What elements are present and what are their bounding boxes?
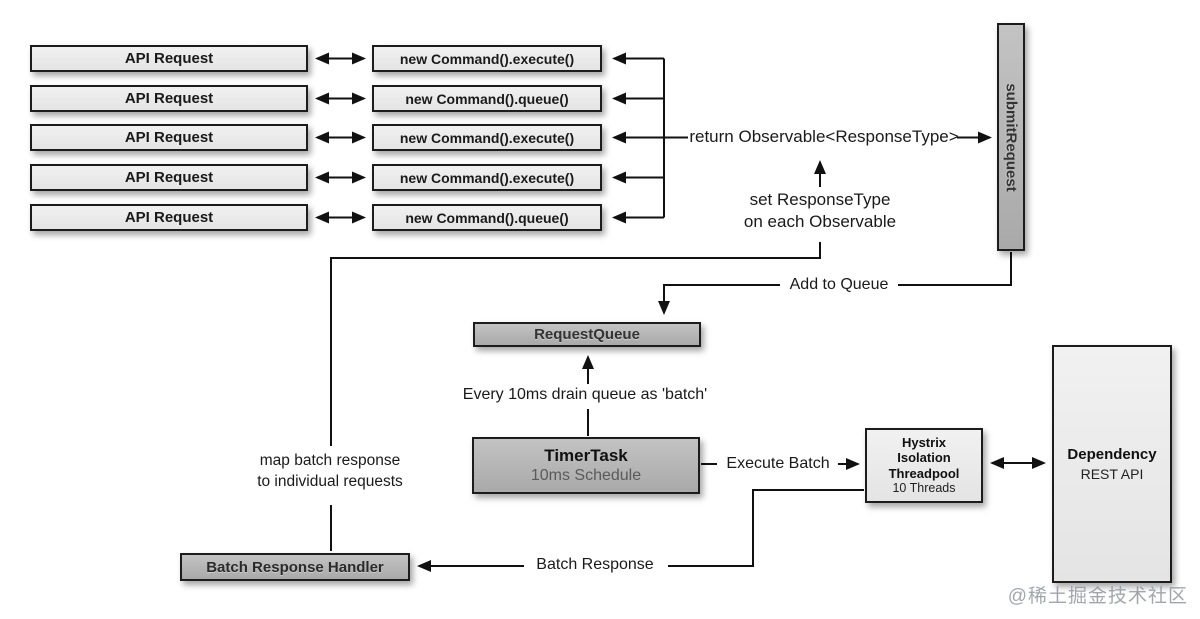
api-request-box: API Request (30, 85, 308, 112)
timer-task-subtitle: 10ms Schedule (530, 467, 642, 485)
command-box: new Command().queue() (372, 85, 602, 112)
command-label: new Command().execute() (399, 169, 575, 186)
hystrix-threadpool-box: Hystrix Isolation Threadpool 10 Threads (865, 428, 983, 503)
api-request-box: API Request (30, 45, 308, 72)
api-request-label: API Request (124, 90, 214, 107)
dependency-title: Dependency (1067, 446, 1157, 464)
command-box: new Command().execute() (372, 45, 602, 72)
set-response-type-line2: on each Observable (743, 212, 897, 231)
add-to-queue-label: Add to Queue (789, 276, 889, 293)
timer-task-box: TimerTask 10ms Schedule (472, 437, 700, 494)
command-box: new Command().execute() (372, 164, 602, 191)
request-queue-box: RequestQueue (473, 322, 701, 347)
dependency-subtitle: REST API (1080, 465, 1144, 482)
api-request-label: API Request (124, 50, 214, 67)
request-queue-label: RequestQueue (534, 326, 640, 343)
api-request-box: API Request (30, 164, 308, 191)
dependency-box: Dependency REST API (1052, 345, 1172, 583)
command-box: new Command().execute() (372, 124, 602, 151)
api-request-box: API Request (30, 124, 308, 151)
hystrix-threadpool-line3: Threadpool (888, 465, 960, 481)
hystrix-threadpool-line2: Isolation (897, 450, 951, 466)
map-batch-response-line2: to individual requests (257, 473, 403, 490)
batch-response-handler-label: Batch Response Handler (206, 558, 384, 576)
command-label: new Command().queue() (405, 209, 569, 226)
command-box: new Command().queue() (372, 204, 602, 231)
execute-batch-label: Execute Batch (726, 455, 830, 472)
every-10ms-label: Every 10ms drain queue as 'batch' (462, 386, 708, 403)
api-request-label: API Request (124, 169, 214, 186)
submit-request-label: submitRequest (1002, 82, 1020, 192)
api-request-label: API Request (124, 129, 214, 146)
map-batch-response-label: map batch response to individual request… (257, 450, 403, 492)
watermark-text: @稀土掘金技术社区 (1007, 586, 1188, 607)
set-response-type-line1: set ResponseType (749, 190, 891, 209)
batch-response-label: Batch Response (536, 556, 654, 573)
api-request-box: API Request (30, 204, 308, 231)
map-batch-response-line1: map batch response (259, 452, 401, 469)
command-label: new Command().execute() (399, 50, 575, 67)
set-response-type-label: set ResponseType on each Observable (744, 189, 896, 233)
return-observable-label: return Observable<ResponseType> (689, 127, 959, 146)
command-label: new Command().execute() (399, 129, 575, 146)
timer-task-title: TimerTask (544, 445, 628, 465)
submit-request-box: submitRequest (997, 23, 1025, 251)
api-request-label: API Request (124, 209, 214, 226)
command-label: new Command().queue() (405, 90, 569, 107)
batch-response-handler-box: Batch Response Handler (180, 553, 410, 581)
hystrix-threadpool-threads: 10 Threads (892, 481, 956, 496)
hystrix-threadpool-line1: Hystrix (901, 435, 947, 451)
